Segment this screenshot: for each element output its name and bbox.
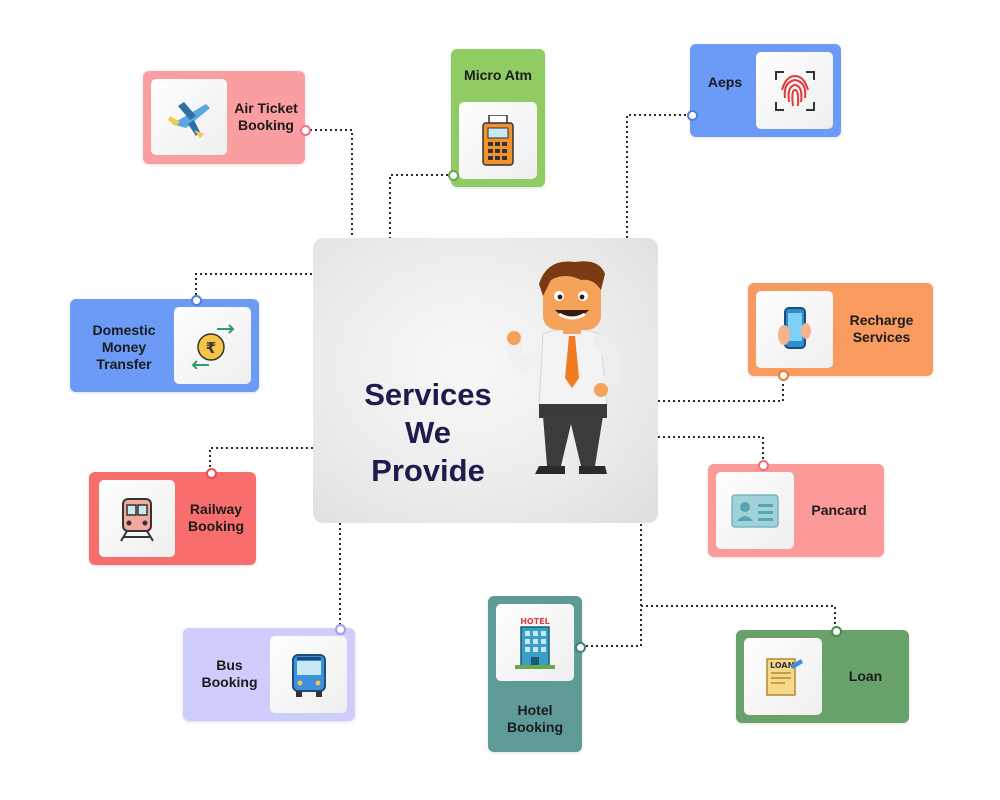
connector-railway: [209, 447, 313, 472]
loan-connector-dot: [831, 626, 842, 637]
svg-text:LOAN: LOAN: [770, 661, 794, 670]
airplane-icon: [168, 102, 210, 138]
connector-domestic: [195, 273, 313, 300]
connector-pancard: [658, 436, 764, 464]
service-card-pancard[interactable]: Pancard: [708, 460, 884, 557]
railway-label-line-2: Booking: [188, 518, 244, 534]
bus-icon: [291, 653, 326, 697]
recharge-connector-dot: [778, 370, 789, 381]
rupee-transfer-icon: ₹: [191, 323, 234, 369]
train-icon: [120, 497, 154, 542]
smartphone-icon: [777, 306, 811, 349]
center-title: Services We Provide: [333, 376, 523, 490]
connector-recharge: [658, 374, 784, 402]
air-ticket-label-line-1: Air Ticket: [234, 100, 298, 116]
domestic-label-line-1: Domestic: [92, 321, 156, 338]
recharge-icon-tile: [756, 291, 833, 368]
recharge-label-line-1: Recharge: [849, 312, 914, 328]
recharge-label-line-2: Services: [852, 329, 911, 345]
micro-atm-connector-dot: [448, 170, 459, 181]
hotel-connector-dot: [575, 642, 586, 653]
loan-document-icon: LOAN: [766, 657, 803, 696]
center-title-line-1: Services: [364, 377, 492, 412]
bus-icon-tile: [270, 636, 347, 713]
hotel-icon: HOTEL: [515, 617, 555, 669]
aeps-icon-tile: [756, 52, 833, 129]
svg-text:₹: ₹: [205, 339, 215, 357]
id-card-icon: [731, 493, 779, 528]
loan-label: Loan: [824, 638, 907, 714]
hotel-label-line-1: Hotel: [517, 702, 553, 718]
air-ticket-label-line-2: Booking: [237, 117, 294, 133]
loan-icon-tile: LOAN: [744, 638, 822, 715]
service-card-micro-atm[interactable]: Micro Atm: [448, 49, 545, 187]
domestic-money-transfer-icon-tile: ₹: [174, 307, 251, 384]
hotel-icon-tile: HOTEL: [496, 604, 574, 681]
connector-air: [305, 129, 353, 238]
pancard-icon-tile: [716, 472, 794, 549]
fingerprint-icon: [774, 70, 815, 111]
pancard-label-line-1: Pancard: [811, 501, 867, 518]
pancard-connector-dot: [758, 460, 769, 471]
services-center-panel: Services We Provide: [313, 238, 658, 523]
connector-hotel: [581, 523, 642, 647]
center-title-line-3: Provide: [371, 453, 485, 488]
connector-loan: [641, 605, 836, 630]
domestic-label-line-2: Money: [101, 338, 147, 355]
micro-atm-label: Micro Atm: [451, 57, 545, 93]
connector-micro: [389, 174, 453, 238]
connector-aeps: [626, 114, 691, 238]
bus-label-line-1: Bus: [216, 657, 243, 673]
aeps-label-line-1: Aeps: [707, 73, 743, 90]
bus-label-line-2: Booking: [201, 674, 258, 690]
domestic-connector-dot: [191, 295, 202, 306]
card-terminal-icon: [482, 114, 514, 166]
air-ticket-icon-tile: [151, 79, 227, 155]
railway-connector-dot: [206, 468, 217, 479]
micro-atm-icon-tile: [459, 102, 537, 179]
aeps-label: Aeps: [690, 52, 760, 112]
railway-icon-tile: [99, 480, 175, 557]
pancard-label: Pancard: [796, 472, 882, 548]
svg-text:HOTEL: HOTEL: [520, 617, 550, 626]
micro-atm-label-line-1: Micro Atm: [464, 66, 532, 83]
center-title-line-2: We: [405, 415, 451, 450]
aeps-connector-dot: [687, 110, 698, 121]
hotel-label-line-2: Booking: [507, 719, 563, 735]
service-card-loan[interactable]: LOAN Loan: [736, 626, 909, 723]
air-ticket-connector-dot: [300, 125, 311, 136]
bus-connector-dot: [335, 624, 346, 635]
loan-label-line-1: Loan: [848, 667, 883, 684]
railway-label-line-1: Railway: [189, 501, 243, 517]
service-card-aeps[interactable]: Aeps: [687, 44, 841, 137]
domestic-label-line-3: Transfer: [96, 355, 152, 372]
businessman-illustration: [507, 261, 620, 474]
